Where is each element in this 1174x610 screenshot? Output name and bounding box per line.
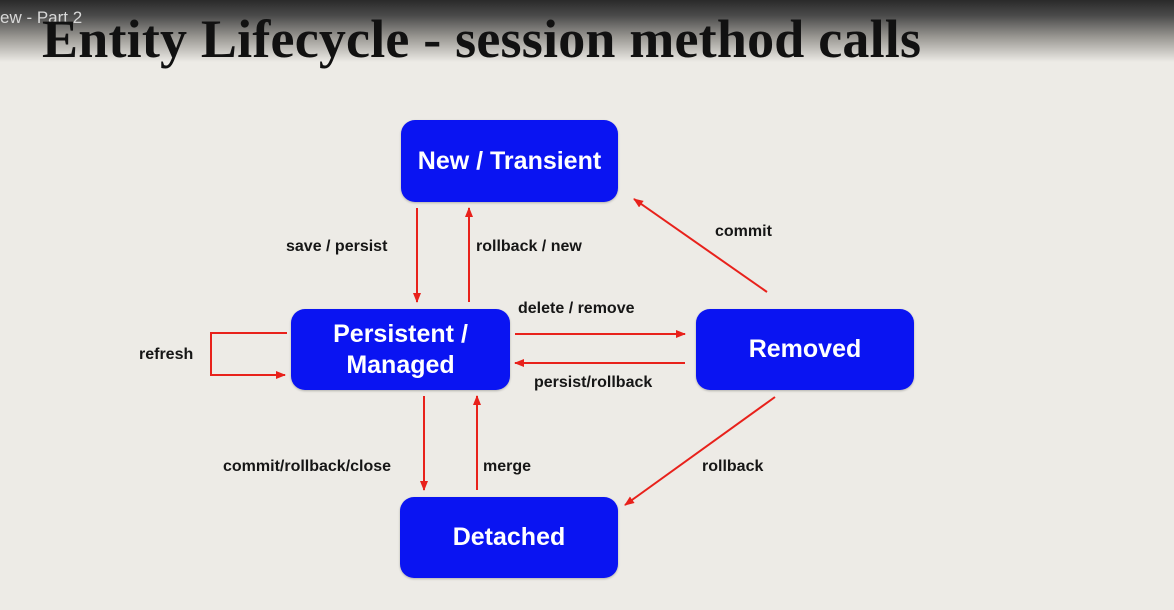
label-delete-remove: delete / remove bbox=[518, 300, 635, 317]
arrow-rollback-detached bbox=[624, 396, 776, 506]
label-commit: commit bbox=[715, 223, 772, 240]
node-persistent-line2: Managed bbox=[346, 350, 455, 379]
video-header-bar bbox=[0, 0, 1174, 62]
node-removed: Removed bbox=[696, 309, 914, 390]
label-rollback-new: rollback / new bbox=[476, 238, 582, 255]
arrow-commit bbox=[633, 198, 768, 293]
node-new-transient: New / Transient bbox=[401, 120, 618, 202]
label-save-persist: save / persist bbox=[286, 238, 388, 255]
node-new-transient-label: New / Transient bbox=[417, 146, 602, 175]
label-merge: merge bbox=[483, 458, 532, 475]
node-removed-label: Removed bbox=[748, 335, 862, 364]
label-commit-rollback-close: commit/rollback/close bbox=[223, 458, 392, 475]
label-persist-rollback: persist/rollback bbox=[534, 374, 653, 391]
video-title[interactable]: ew - Part 2 bbox=[0, 8, 83, 27]
node-persistent-managed: Persistent / Managed bbox=[291, 309, 510, 390]
node-detached: Detached bbox=[400, 497, 618, 578]
label-rollback: rollback bbox=[702, 458, 764, 475]
arrow-refresh bbox=[210, 332, 287, 379]
label-refresh: refresh bbox=[139, 346, 194, 363]
node-persistent-line1: Persistent / bbox=[333, 320, 468, 348]
node-detached-label: Detached bbox=[452, 523, 566, 552]
slide-title: Entity Lifecycle - session method calls bbox=[42, 9, 922, 69]
